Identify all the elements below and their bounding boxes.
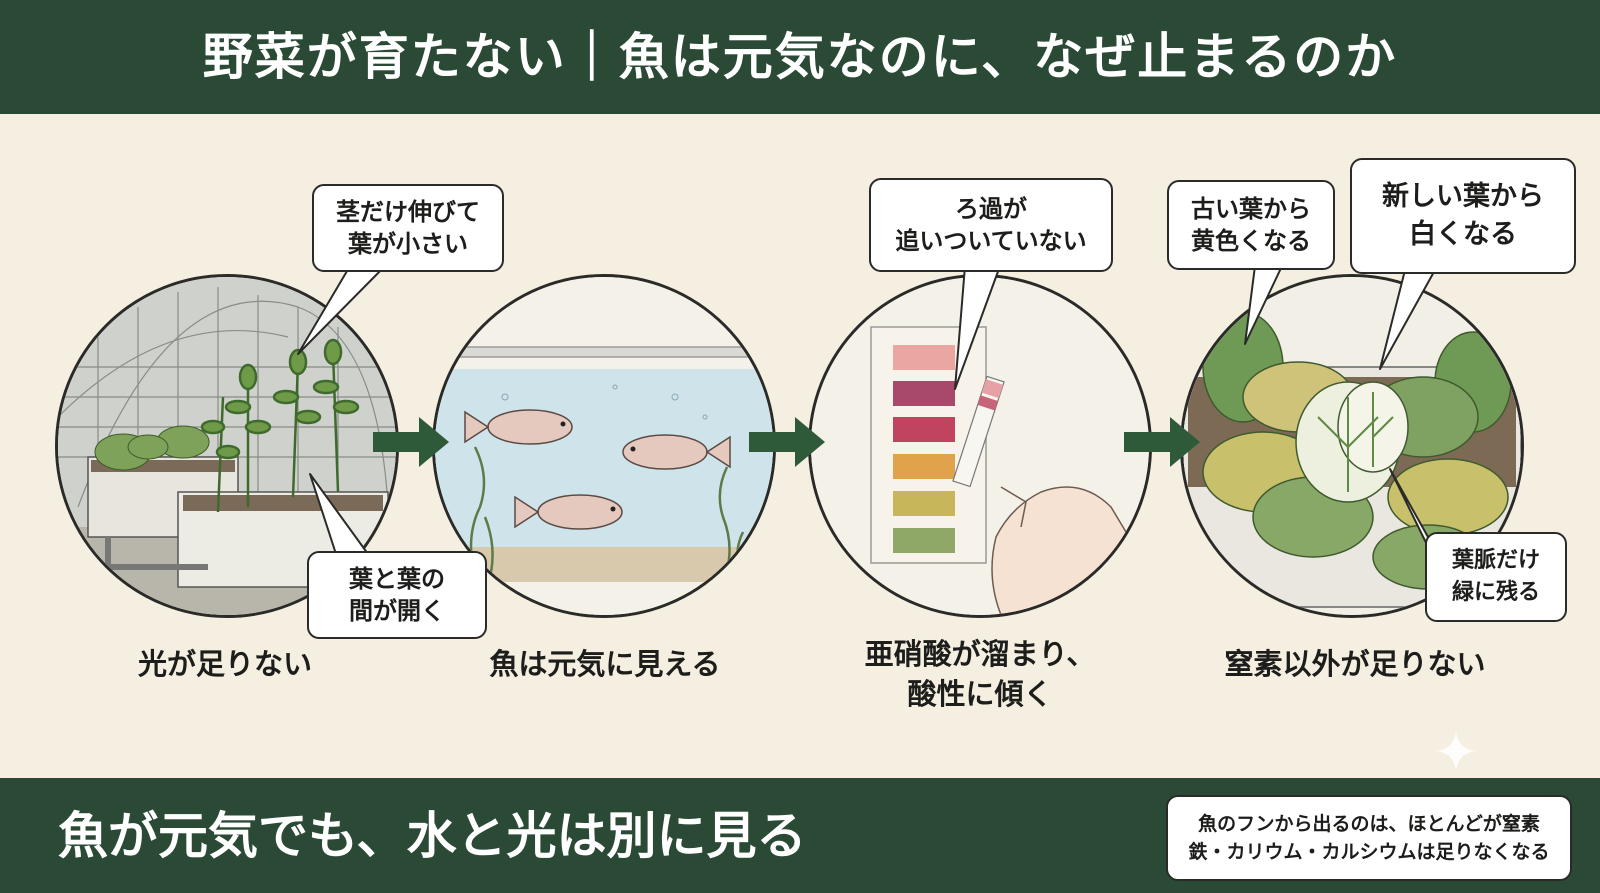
panel-caption: 亜硝酸が溜まり、 酸性に傾く	[830, 634, 1130, 714]
speech-bubble: 古い葉から 黄色くなる	[1167, 180, 1335, 270]
bubble-line: 古い葉から	[1191, 195, 1311, 223]
panel-caption: 窒素以外が足りない	[1190, 644, 1520, 684]
bubble-line: 間が開く	[349, 597, 445, 625]
footer-note: 魚のフンから出るのは、ほとんどが窒素 鉄・カリウム・カルシウムは足りなくなる	[1166, 795, 1572, 881]
speech-bubble: 茎だけ伸びて 葉が小さい	[312, 184, 504, 272]
bubble-line: 茎だけ伸びて	[336, 198, 480, 226]
right-arrow-icon	[749, 417, 825, 467]
speech-bubble: ろ過が 追いついていない	[869, 178, 1113, 272]
bubble-line: 葉と葉の	[349, 565, 445, 593]
bubble-line: 葉が小さい	[348, 230, 468, 258]
right-arrow-icon	[1124, 417, 1200, 467]
bubble-line: 葉脈だけ	[1451, 548, 1540, 573]
bubble-line: 黄色くなる	[1191, 227, 1311, 255]
panel-caption: 魚は元気に見える	[445, 644, 765, 684]
caption-line: 酸性に傾く	[907, 677, 1053, 711]
speech-bubble: 新しい葉から 白くなる	[1350, 158, 1576, 274]
right-arrow-icon	[373, 417, 449, 467]
caption-line: 亜硝酸が溜まり、	[864, 637, 1096, 671]
panel-caption: 光が足りない	[80, 644, 370, 684]
bubble-line: 新しい葉から	[1382, 181, 1544, 212]
page-title: 野菜が育たない｜魚は元気なのに、なぜ止まるのか	[202, 27, 1398, 86]
speech-bubble: 葉と葉の 間が開く	[307, 551, 487, 639]
speech-bubble: 葉脈だけ 緑に残る	[1425, 532, 1567, 622]
main-content: 茎だけ伸びて 葉が小さい 葉と葉の 間が開く ろ過が 追いついていない 古い葉か…	[0, 114, 1600, 778]
footer-message: 魚が元気でも、水と光は別に見る	[58, 806, 807, 865]
footer-note-line: 魚のフンから出るのは、ほとんどが窒素	[1198, 813, 1540, 835]
caption-line: 窒素以外が足りない	[1224, 647, 1486, 681]
sparkle-icon	[1436, 731, 1476, 771]
footer-bar: 魚が元気でも、水と光は別に見る 魚のフンから出るのは、ほとんどが窒素 鉄・カリウ…	[0, 778, 1600, 893]
header-bar: 野菜が育たない｜魚は元気なのに、なぜ止まるのか	[0, 0, 1600, 114]
speech-bubble-tails	[297, 265, 1436, 556]
footer-note-line: 鉄・カリウム・カルシウムは足りなくなる	[1188, 841, 1550, 863]
caption-line: 光が足りない	[137, 647, 312, 681]
bubble-line: 白くなる	[1409, 219, 1517, 250]
bubble-line: 緑に残る	[1451, 580, 1540, 605]
caption-line: 魚は元気に見える	[489, 647, 721, 681]
aquarium-fish-illustration	[432, 274, 776, 618]
bubble-line: 追いついていない	[895, 227, 1087, 255]
bubble-line: ろ過が	[955, 195, 1027, 223]
